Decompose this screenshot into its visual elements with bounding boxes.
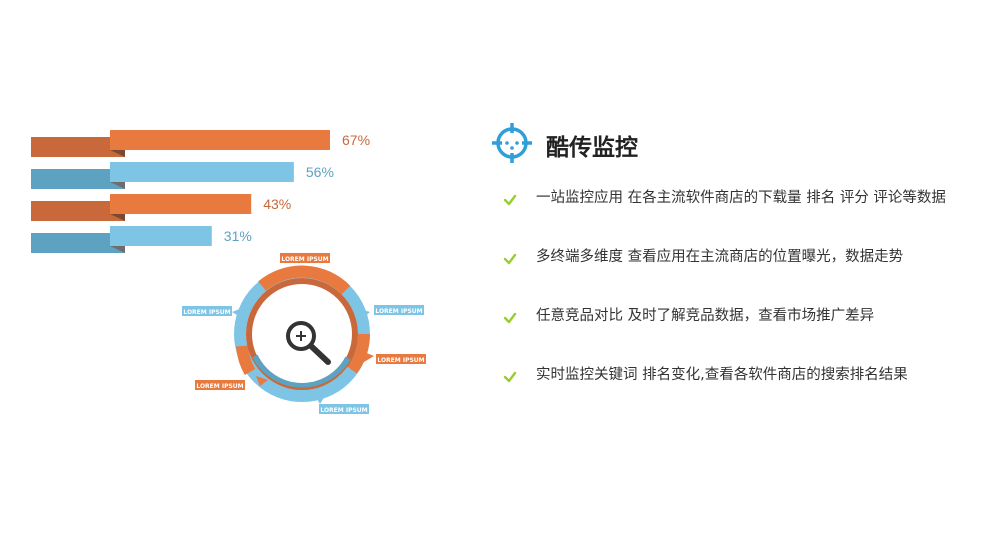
dial-tags: LOREM IPSUM LOREM IPSUM LOREM IPSUM LORE…: [182, 253, 426, 414]
section-title: 酷传监控: [546, 135, 638, 161]
dial-tag-bg: [195, 380, 245, 390]
bar-value-31: [110, 226, 212, 246]
check-icon: [503, 371, 517, 383]
bar-label: 43%: [263, 196, 291, 212]
ribbon-bar-chart: 67% 56% 43% 31%: [31, 130, 370, 253]
dial-ring-segment-left: [236, 345, 256, 375]
dial-tag-bottom: LOREM IPSUM: [320, 407, 367, 414]
magnifier-plus-icon: [286, 321, 331, 365]
check-icon: [503, 312, 517, 324]
list-item: 实时监控关键词 排名变化,查看各软件商店的搜索排名结果: [500, 365, 980, 424]
list-item: 任意竞品对比 及时了解竞品数据，查看市场推广差异: [500, 306, 980, 365]
bar-ribbon-back: [31, 169, 125, 189]
monitor-dial: LOREM IPSUM LOREM IPSUM LOREM IPSUM LORE…: [182, 253, 426, 414]
dial-tag-bg: [374, 305, 424, 315]
feature-text: 实时监控关键词 排名变化,查看各软件商店的搜索排名结果: [536, 367, 908, 383]
list-item: 一站监控应用 在各主流软件商店的下载量 排名 评分 评论等数据: [500, 188, 980, 247]
dial-tag-right-top: LOREM IPSUM: [375, 308, 422, 315]
bar-ribbon-fold: [110, 214, 125, 221]
bar-ribbon-fold: [110, 246, 125, 253]
check-icon: [503, 253, 517, 265]
dial-tag-bg: [280, 253, 330, 263]
dial-tag-bg: [319, 404, 369, 414]
feature-text: 一站监控应用 在各主流软件商店的下载量 排名 评分 评论等数据: [536, 190, 946, 206]
dial-ring-segment-right: [347, 333, 370, 374]
check-icon: [503, 194, 517, 206]
dial-tag-bg: [376, 354, 426, 364]
bar-value-67: [110, 130, 330, 150]
dial-tag-left-bottom: LOREM IPSUM: [196, 383, 243, 390]
list-item: 多终端多维度 查看应用在主流商店的位置曝光，数据走势: [500, 247, 980, 306]
bar-value-43: [110, 194, 252, 214]
bar-ribbon-fold: [110, 150, 125, 157]
feature-text: 任意竞品对比 及时了解竞品数据，查看市场推广差异: [536, 308, 875, 324]
dial-tag-right-bottom: LOREM IPSUM: [377, 357, 424, 364]
bar-label: 31%: [224, 228, 252, 244]
bar-ribbon-back: [31, 137, 125, 157]
bar-ribbon-fold: [110, 182, 125, 189]
feature-list: 一站监控应用 在各主流软件商店的下载量 排名 评分 评论等数据 多终端多维度 查…: [500, 188, 980, 424]
bar-ribbon-back: [31, 233, 125, 253]
bar-ribbon-back: [31, 201, 125, 221]
dial-tag-bg: [182, 306, 232, 316]
bar-label: 67%: [342, 132, 370, 148]
dial-tag-top: LOREM IPSUM: [281, 256, 328, 263]
dial-tag-left-top: LOREM IPSUM: [183, 309, 230, 316]
crosshair-icon: [492, 123, 532, 163]
bar-value-56: [110, 162, 294, 182]
bar-label: 56%: [306, 164, 334, 180]
feature-text: 多终端多维度 查看应用在主流商店的位置曝光，数据走势: [536, 249, 904, 265]
